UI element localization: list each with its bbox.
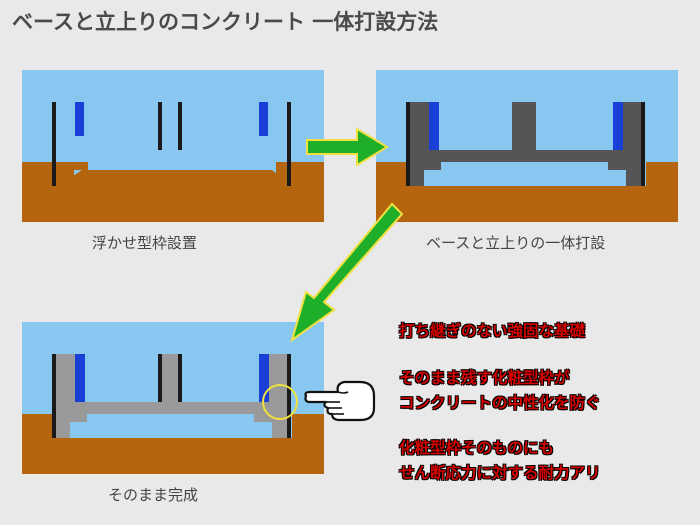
note-formwork-itself: 化粧型枠そのものにも	[399, 439, 555, 457]
caption-step3: そのまま完成	[108, 486, 199, 504]
formwork-blue-right	[259, 354, 269, 402]
concrete-body	[406, 102, 642, 186]
ground-left	[22, 414, 324, 474]
formwork-center-right	[178, 102, 182, 150]
formwork-center-left	[158, 354, 162, 402]
ground-left	[376, 162, 678, 222]
formwork-center-left	[158, 102, 162, 150]
formwork-outer-right	[287, 102, 291, 186]
formwork-blue-left	[429, 102, 439, 150]
formwork-outer-left	[52, 102, 56, 186]
note-no-joint: 打ち継ぎのない強固な基礎	[399, 322, 586, 340]
formwork-blue-right	[259, 102, 268, 136]
concrete-body	[52, 354, 288, 438]
formwork-blue-right	[613, 102, 623, 150]
ground-right	[646, 162, 678, 186]
highlight-circle-icon	[262, 384, 298, 420]
formwork-outer-left	[406, 102, 410, 186]
ground-surface	[22, 162, 324, 222]
note-shear-resistance: せん断応力に対する耐力アリ	[399, 464, 601, 482]
formwork-outer-left	[52, 354, 56, 438]
panel-monolithic-pour	[376, 70, 678, 222]
panel-formwork-setup	[22, 70, 324, 222]
formwork-blue-left	[75, 354, 85, 402]
caption-step1: 浮かせ型枠設置	[92, 234, 198, 252]
note-formwork-remains: そのまま残す化粧型枠が	[399, 369, 570, 387]
formwork-outer-right	[641, 102, 645, 186]
note-prevents-carbonation: コンクリートの中性化を防ぐ	[399, 394, 601, 412]
ground-right	[292, 414, 324, 438]
arrow-right-icon	[306, 127, 389, 167]
page-title: ベースと立上りのコンクリート 一体打設方法	[12, 10, 439, 34]
formwork-blue-left	[75, 102, 84, 136]
pointing-hand-icon	[304, 380, 376, 422]
formwork-outer-right	[287, 354, 291, 438]
panel-finished	[22, 322, 324, 474]
caption-step2: ベースと立上りの一体打設	[426, 234, 606, 252]
formwork-center-right	[178, 354, 182, 402]
arrow-down-left-icon	[290, 202, 404, 343]
